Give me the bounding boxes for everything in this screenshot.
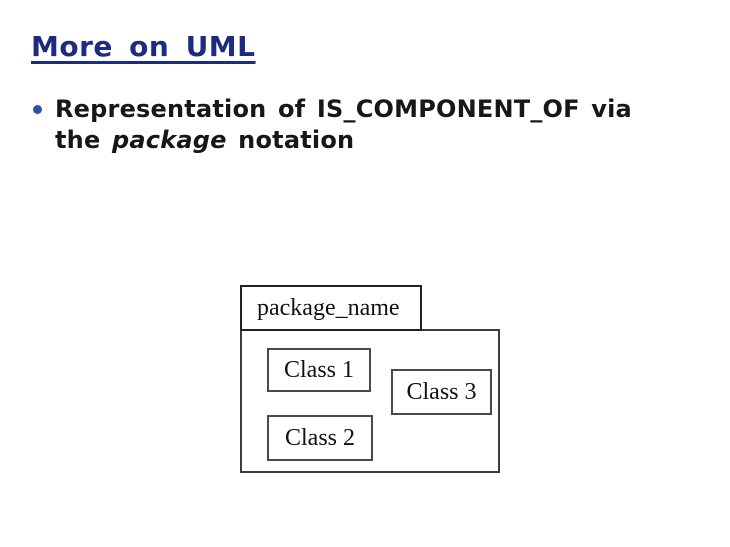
- bullet-dot-icon: [33, 105, 42, 114]
- class-3-label: Class 3: [406, 378, 477, 405]
- bullet-line-2-suffix: notation: [226, 126, 355, 154]
- bullet-item: Representation of IS_COMPONENT_OF via th…: [33, 94, 695, 156]
- slide-title: More on UML: [31, 30, 256, 63]
- bullet-text: Representation of IS_COMPONENT_OF via th…: [55, 94, 695, 156]
- class-2-label: Class 2: [284, 424, 355, 451]
- class-1-label: Class 1: [283, 356, 354, 383]
- class-box-2: Class 2: [267, 415, 373, 461]
- package-tab: package_name: [240, 285, 422, 331]
- bullet-line-1: Representation of IS_COMPONENT_OF via: [55, 95, 632, 123]
- package-name-label: package_name: [257, 294, 400, 321]
- bullet-italic-word: package: [112, 126, 227, 154]
- class-box-3: Class 3: [391, 369, 492, 415]
- uml-package-diagram: package_name Class 1 Class 3 Class 2: [240, 285, 501, 474]
- class-box-1: Class 1: [267, 348, 371, 392]
- bullet-line-2-prefix: the: [55, 126, 112, 154]
- bullet-line-2: the package notation: [55, 125, 695, 156]
